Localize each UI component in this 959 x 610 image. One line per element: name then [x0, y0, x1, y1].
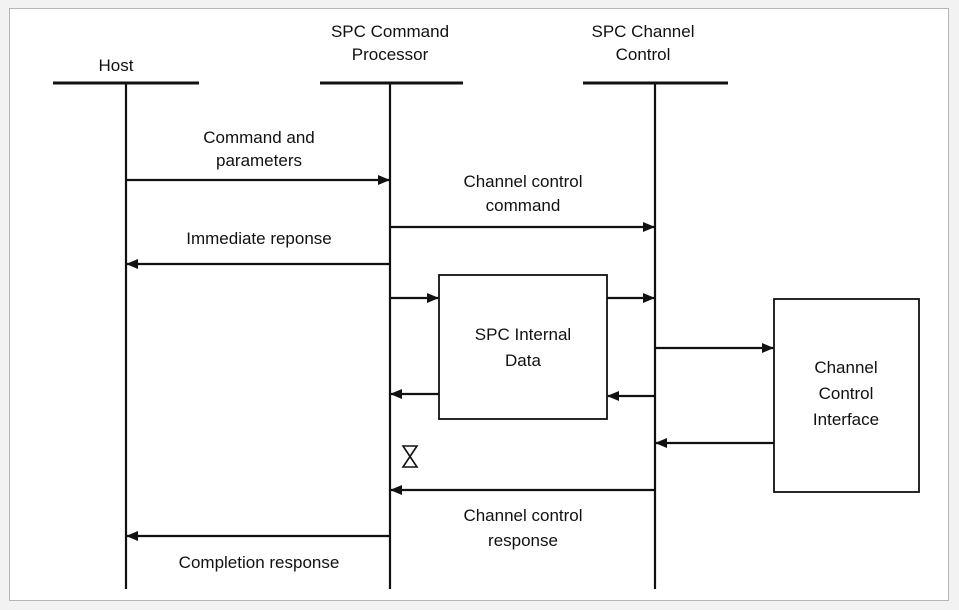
channel-control-label-line2: Control [616, 45, 671, 64]
completion-response-label: Completion response [179, 553, 340, 572]
internal-data-label-line2: Data [505, 351, 541, 370]
channel-interface-label-line3: Interface [813, 410, 879, 429]
processor-label-line2: Processor [352, 45, 429, 64]
internal-data-label-line1: SPC Internal [475, 325, 571, 344]
command-params-label-line2: parameters [216, 151, 302, 170]
command-params-label-line1: Command and [203, 128, 315, 147]
channel-control-command-label-line2: command [486, 196, 561, 215]
diagram-frame: Host SPC Command Processor SPC Channel C… [9, 8, 949, 601]
immediate-response-label: Immediate reponse [186, 229, 332, 248]
internal-data-box [438, 274, 608, 420]
channel-control-response-label-line2: response [488, 531, 558, 550]
host-label: Host [99, 56, 134, 75]
channel-interface-box [773, 298, 920, 493]
channel-control-label-line1: SPC Channel [591, 22, 694, 41]
processor-label-line1: SPC Command [331, 22, 449, 41]
channel-control-response-label-line1: Channel control [463, 506, 582, 525]
hourglass-icon [401, 445, 419, 468]
channel-interface-label-line2: Control [819, 384, 874, 403]
channel-interface-label-line1: Channel [814, 358, 877, 377]
sequence-diagram: Host SPC Command Processor SPC Channel C… [53, 22, 920, 589]
channel-control-command-label-line1: Channel control [463, 172, 582, 191]
